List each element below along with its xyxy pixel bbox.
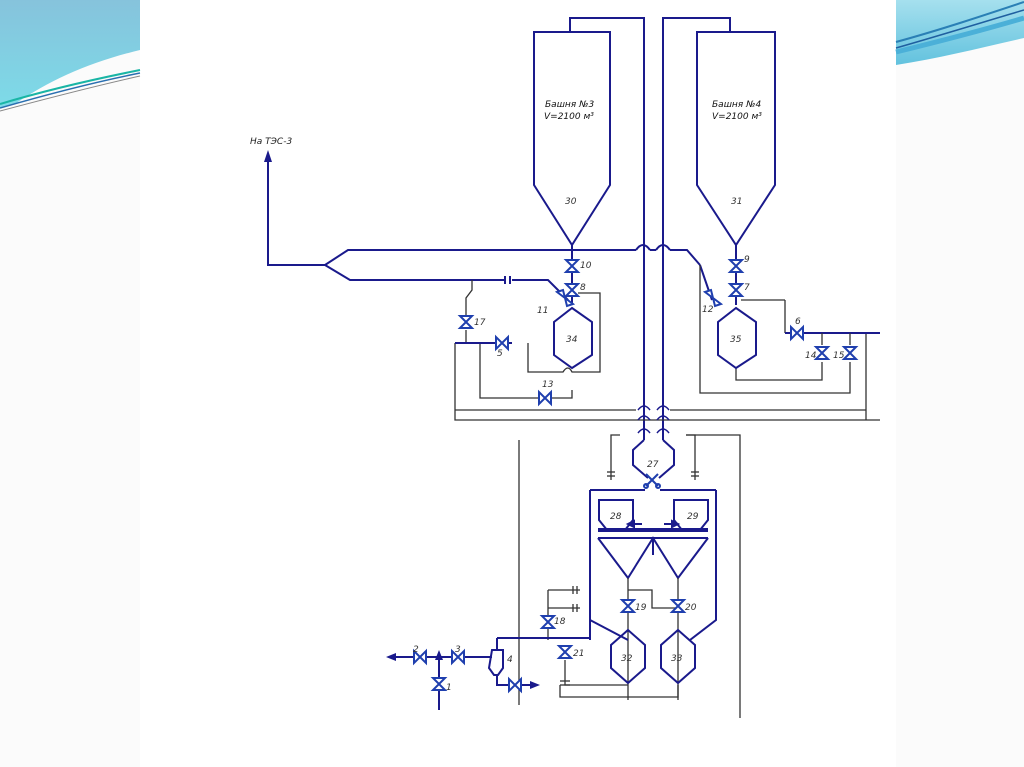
- line-to-tes3: [267, 158, 325, 266]
- valve-11[interactable]: [554, 288, 576, 308]
- valve-20[interactable]: [669, 599, 687, 613]
- line-to-valve-11: [512, 279, 569, 301]
- vessel-33-label: 33: [671, 654, 683, 664]
- valve-15-label: 15: [833, 351, 845, 361]
- tower-4-title: Башня №4: [712, 100, 761, 110]
- arrow-right-icon: [664, 519, 681, 529]
- vessel-29-label: 29: [687, 512, 699, 522]
- vessel-32-label: 32: [621, 654, 633, 664]
- valve-13[interactable]: [538, 389, 552, 407]
- return-line-right: [699, 265, 851, 394]
- valve-6[interactable]: [790, 324, 804, 342]
- tower-3-title: Башня №3: [545, 100, 594, 110]
- tower-4-volume: V=2100 м³: [712, 112, 762, 122]
- valve-21-label: 21: [573, 649, 584, 659]
- valve-14-label: 14: [805, 351, 817, 361]
- arrow-up-icon: [264, 150, 272, 162]
- valve-1-label: 1: [446, 683, 452, 693]
- vessel-4-label: 4: [507, 655, 513, 665]
- valve-12-label: 12: [702, 305, 714, 315]
- valve-7-label: 7: [744, 283, 750, 293]
- line-valve-5-loop: [527, 292, 601, 373]
- wave-decoration-left: [0, 0, 141, 112]
- slide-margin-right: [896, 0, 1024, 767]
- valve-2-label: 2: [413, 645, 419, 655]
- tower-4-number: 31: [731, 197, 742, 207]
- valve-15[interactable]: [841, 346, 859, 360]
- bypass-to-valve-17: [465, 280, 473, 315]
- valve-14[interactable]: [813, 346, 831, 360]
- line-valve-13: [479, 343, 573, 399]
- tower-3-volume: V=2100 м³: [544, 112, 594, 122]
- vessel-28-label: 28: [610, 512, 622, 522]
- arrow-left-outlet-icon: [386, 653, 396, 661]
- valve-8-label: 8: [580, 283, 586, 293]
- vessel-35: [717, 306, 757, 370]
- valve-1[interactable]: [430, 677, 448, 691]
- valve-7[interactable]: [727, 283, 745, 297]
- vessel-35-label: 35: [730, 335, 742, 345]
- valve-12[interactable]: [702, 288, 724, 308]
- valve-10-label: 10: [580, 261, 592, 271]
- line-valve-14: [735, 362, 823, 381]
- tower-3: [533, 31, 611, 247]
- vessel-27: [632, 439, 675, 479]
- valve-18[interactable]: [539, 615, 557, 629]
- valve-8[interactable]: [563, 283, 581, 297]
- vessel-4: [487, 649, 504, 676]
- overflow-pipe-tower-4: [662, 17, 731, 440]
- valve-11-label: 11: [537, 306, 548, 316]
- valve-2[interactable]: [413, 648, 427, 666]
- valve-9[interactable]: [727, 259, 745, 273]
- valve-5[interactable]: [495, 334, 509, 352]
- return-line-left: [454, 343, 880, 421]
- arrow-up-inlet-icon: [435, 650, 443, 660]
- valve-3[interactable]: [451, 648, 465, 666]
- valve-9-label: 9: [744, 255, 750, 265]
- valve-21[interactable]: [556, 645, 574, 659]
- vessel-34-label: 34: [566, 335, 578, 345]
- valve-17-label: 17: [474, 318, 486, 328]
- tower-4: [696, 31, 776, 247]
- slide-margin-left: [0, 0, 140, 767]
- arrow-right-outlet-icon: [530, 681, 540, 689]
- destination-label: На ТЭС-3: [250, 137, 292, 147]
- main-header-lower: [324, 264, 505, 281]
- valve-20-label: 20: [685, 603, 697, 613]
- vessel-27-label: 27: [647, 460, 659, 470]
- valve-6-label: 6: [795, 317, 801, 327]
- tower-3-number: 30: [565, 197, 577, 207]
- vessel-33: [660, 628, 696, 685]
- valve-27-cross[interactable]: [643, 473, 661, 489]
- valve-19[interactable]: [619, 599, 637, 613]
- valve-19-label: 19: [635, 603, 647, 613]
- wave-decoration-right: [895, 0, 1024, 65]
- vessel-32: [610, 628, 646, 685]
- valve-5-label: 5: [497, 349, 503, 359]
- main-header-upper: [324, 249, 701, 266]
- valve-3-label: 3: [455, 645, 461, 655]
- valve-17[interactable]: [457, 315, 475, 329]
- arrow-left-icon: [625, 519, 642, 529]
- valve-13-label: 13: [542, 380, 554, 390]
- valve-10[interactable]: [563, 259, 581, 273]
- vessel-34: [553, 306, 593, 370]
- valve-out[interactable]: [508, 676, 522, 694]
- valve-18-label: 18: [554, 617, 566, 627]
- overflow-pipe-tower-3: [569, 17, 645, 440]
